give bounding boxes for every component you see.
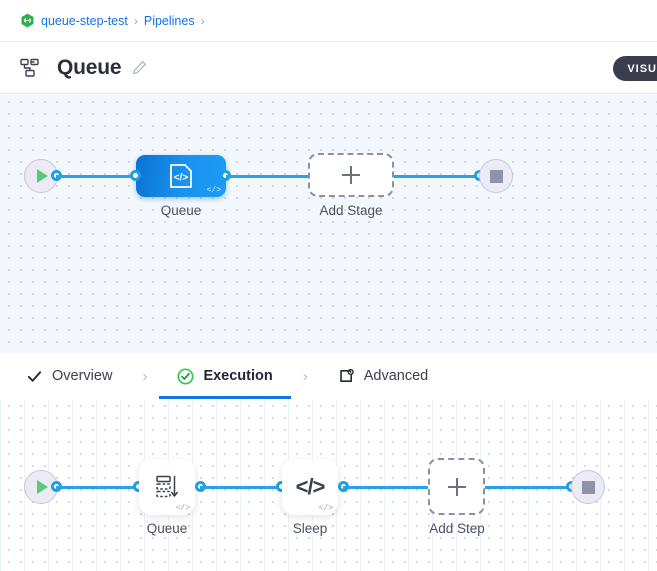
add-step-button[interactable] <box>428 458 485 515</box>
stage-node-queue[interactable]: </> </> Queue <box>136 155 226 218</box>
stage-node-label: Queue <box>160 203 202 218</box>
gear-box-icon <box>339 368 354 382</box>
stage-code-badge: </> <box>206 186 221 195</box>
page-titlebar: Queue VISU <box>0 42 657 94</box>
pipeline-hierarchy-icon <box>20 58 39 77</box>
add-step-label: Add Step <box>429 521 485 536</box>
breadcrumb-separator: › <box>133 13 138 28</box>
add-stage-node[interactable]: Add Stage <box>308 153 394 218</box>
pencil-icon[interactable] <box>132 60 147 75</box>
step-node-queue[interactable]: </> Queue <box>139 459 195 536</box>
code-page-icon: </> <box>170 164 192 188</box>
edge-queue-to-sleep <box>200 486 280 489</box>
step-node-label-sleep: Sleep <box>292 521 328 536</box>
play-icon <box>37 480 48 494</box>
step-node-body-sleep[interactable]: </> </> <box>282 459 338 515</box>
tab-separator-1: › <box>142 367 148 385</box>
step-node-label-queue: Queue <box>146 521 188 536</box>
check-icon <box>27 370 42 382</box>
edge-queue-to-addstage <box>226 175 310 178</box>
visual-toggle-button[interactable]: VISU <box>613 56 657 81</box>
stop-icon <box>489 169 503 183</box>
check-circle-icon <box>177 367 194 385</box>
code-icon: </> <box>295 474 326 499</box>
edge-start-to-queue <box>56 175 136 178</box>
hexagon-link-icon <box>21 13 34 28</box>
tab-execution[interactable]: Execution <box>159 353 292 399</box>
end-endpoint-step <box>571 470 605 504</box>
queue-stage-input-port[interactable] <box>130 170 141 181</box>
stop-icon <box>581 480 595 494</box>
tab-overview-label: Overview <box>52 368 113 384</box>
add-step-node[interactable]: Add Step <box>428 458 485 536</box>
tab-advanced-label: Advanced <box>363 368 429 384</box>
svg-text:</>: </> <box>174 173 189 184</box>
stage-end-node[interactable] <box>479 159 513 193</box>
breadcrumb-item-pipelines[interactable]: Pipelines <box>143 13 195 28</box>
plus-icon <box>447 477 466 496</box>
edge-sleep-to-addstep <box>343 486 428 489</box>
tab-overview[interactable]: Overview <box>22 353 116 399</box>
edge-addstep-to-end <box>485 486 571 489</box>
add-stage-button[interactable] <box>308 153 394 197</box>
edge-addstage-to-end <box>394 175 478 178</box>
tab-execution-label: Execution <box>203 368 273 384</box>
breadcrumb-item-project[interactable]: queue-step-test <box>41 13 128 28</box>
step-canvas[interactable]: </> Queue </> </> Sleep Add Step <box>0 399 657 571</box>
stage-node-body[interactable]: </> </> <box>136 155 226 197</box>
step-end-node[interactable] <box>571 470 605 504</box>
sleep-step-code-badge: </> <box>318 504 333 513</box>
stage-canvas[interactable]: </> </> Queue Add Stage <box>0 95 657 353</box>
step-node-body-queue[interactable]: </> <box>139 459 195 515</box>
queue-step-code-badge: </> <box>175 504 190 513</box>
queue-stack-icon <box>156 475 178 498</box>
plus-icon <box>342 166 360 184</box>
tab-advanced[interactable]: Advanced <box>334 353 433 399</box>
step-node-sleep[interactable]: </> </> Sleep <box>282 459 338 536</box>
end-endpoint <box>479 159 513 193</box>
page-title: Queue <box>57 55 122 79</box>
breadcrumb-separator-end: › <box>200 13 205 28</box>
add-stage-label: Add Stage <box>319 203 383 218</box>
breadcrumb: queue-step-test › Pipelines › <box>0 0 657 42</box>
edge-start-to-queue-step <box>56 486 138 489</box>
pipeline-tabs: Overview › Execution › Advanced <box>0 353 657 399</box>
visual-toggle-label: VISU <box>627 62 657 75</box>
play-icon <box>37 169 48 183</box>
tab-separator-2: › <box>302 367 308 385</box>
